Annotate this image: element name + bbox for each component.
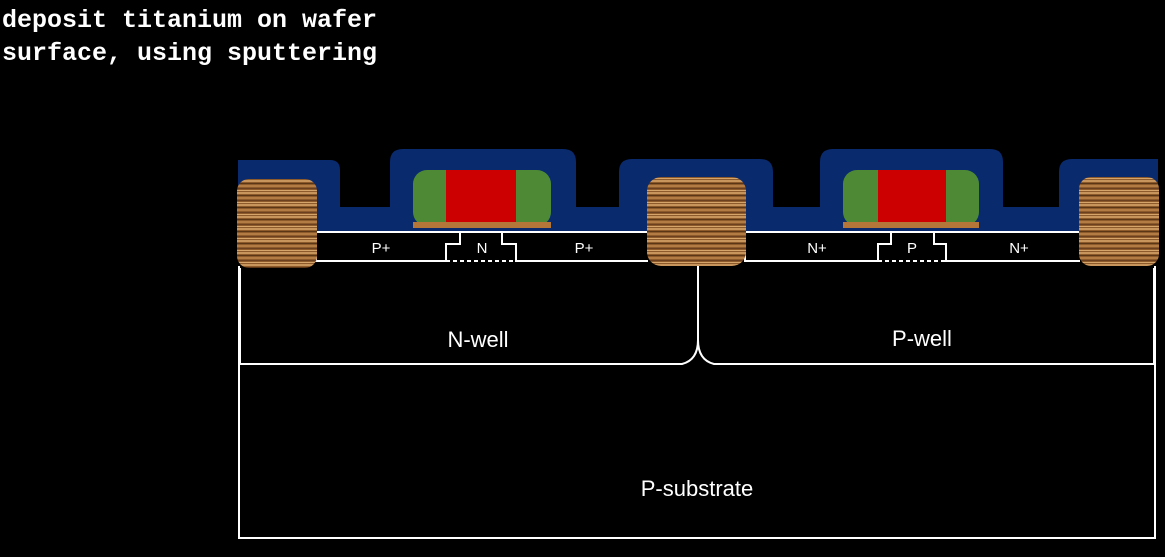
label-n-plus-right-2: N+ <box>1009 240 1029 257</box>
field-oxide-right <box>1079 177 1159 266</box>
label-p-well: P-well <box>892 326 952 351</box>
gate-oxide-pmos <box>413 222 551 228</box>
p-plus-left-2-outline <box>501 232 648 262</box>
gate-oxide-nmos <box>843 222 979 228</box>
caption: deposit titanium on wafer surface, using… <box>2 4 377 70</box>
well-boundary <box>239 266 1155 365</box>
substrate-outline <box>238 266 1156 539</box>
field-oxide-middle <box>647 177 746 266</box>
caption-line-1: deposit titanium on wafer <box>2 6 378 35</box>
label-n-well: N-well <box>447 327 508 352</box>
label-n-channel: N <box>477 240 488 257</box>
n-plus-right-2-outline <box>933 232 1080 262</box>
label-p-substrate: P-substrate <box>641 476 754 501</box>
field-oxide-left <box>237 179 317 268</box>
gate-stack-nmos <box>843 170 979 228</box>
gate-poly-pmos <box>446 170 516 222</box>
label-p-plus-left-1: P+ <box>372 240 391 257</box>
label-p-plus-left-2: P+ <box>575 240 594 257</box>
gate-poly-nmos <box>878 170 946 222</box>
gate-stack-pmos <box>413 170 551 228</box>
caption-line-2: surface, using sputtering <box>2 39 378 68</box>
label-p-channel: P <box>907 240 917 257</box>
label-n-plus-right-1: N+ <box>807 240 827 257</box>
